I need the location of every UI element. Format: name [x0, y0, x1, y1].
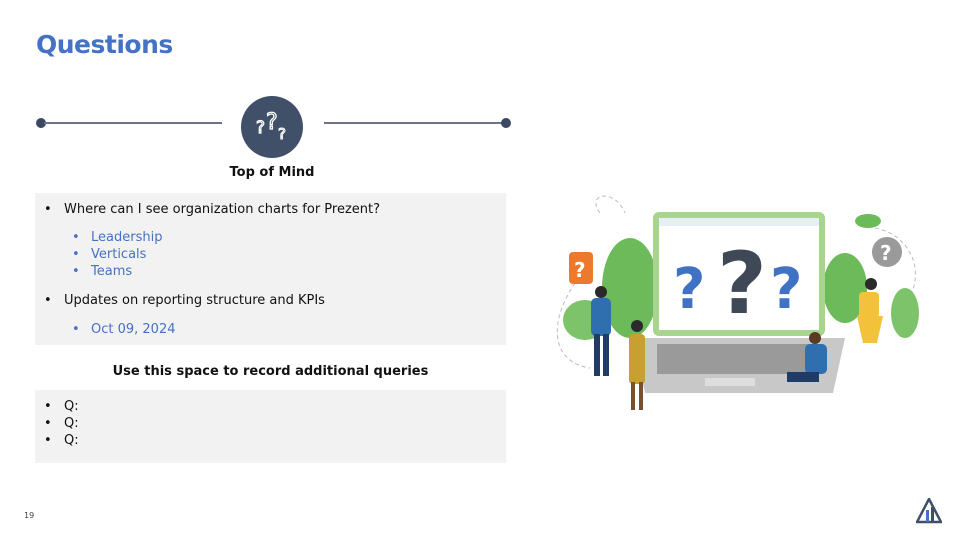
svg-text:?: ?: [256, 118, 265, 138]
question-marks-icon: ? ? ?: [241, 96, 303, 158]
slide-title: Questions: [36, 30, 173, 59]
svg-text:?: ?: [880, 241, 892, 265]
svg-text:?: ?: [770, 257, 802, 322]
logo-icon: [914, 496, 944, 524]
query-item: Q:: [45, 399, 79, 414]
svg-text:?: ?: [278, 125, 286, 143]
svg-text:?: ?: [574, 258, 586, 282]
svg-text:?: ?: [266, 110, 278, 135]
svg-text:?: ?: [717, 234, 767, 334]
additional-queries-heading: Use this space to record additional quer…: [112, 364, 429, 379]
queries-panel: Q: Q: Q:: [35, 390, 506, 463]
sub-list-item: Oct 09, 2024: [72, 322, 175, 337]
sub-list-item: Leadership: [72, 230, 163, 245]
list-item: Where can I see organization charts for …: [44, 202, 380, 217]
questions-illustration: ? ? ? ? ?: [545, 188, 925, 418]
timeline-end-dot: [501, 118, 511, 128]
timeline-left-line: [44, 122, 222, 124]
timeline-right-line: [324, 122, 504, 124]
timeline: ? ? ?: [36, 96, 512, 158]
top-of-mind-panel: Where can I see organization charts for …: [35, 193, 506, 345]
svg-text:?: ?: [673, 257, 705, 322]
sub-list-item: Verticals: [72, 247, 147, 262]
timeline-start-dot: [36, 118, 46, 128]
query-item: Q:: [45, 433, 79, 448]
section-heading: Top of Mind: [229, 165, 315, 180]
sub-list-item: Teams: [72, 264, 132, 279]
query-item: Q:: [45, 416, 79, 431]
page-number: 19: [24, 511, 35, 520]
list-item: Updates on reporting structure and KPIs: [44, 293, 325, 308]
